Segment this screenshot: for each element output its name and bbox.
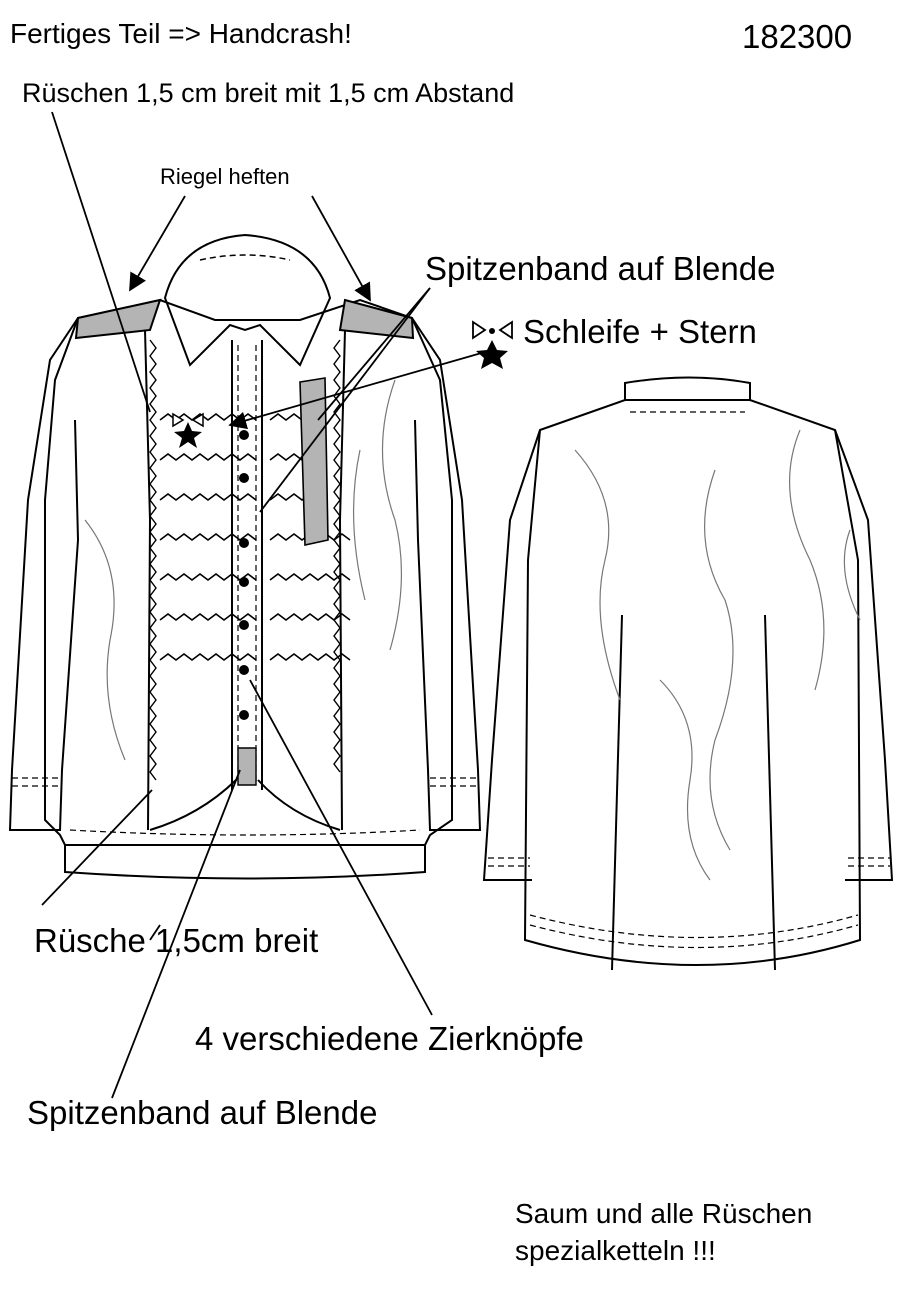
- front-right-sleeve: [411, 317, 482, 831]
- front-lace-band: [299, 377, 329, 546]
- button-icon: [239, 710, 249, 720]
- annotation-spitzenband-top: Spitzenband auf Blende: [425, 250, 776, 287]
- button-icon: [239, 620, 249, 630]
- front-collar: [163, 233, 332, 367]
- back-view: [482, 376, 894, 971]
- leader-schleife: [228, 351, 486, 430]
- back-left-sleeve: [482, 429, 541, 881]
- leader-ruesche: [41, 789, 153, 906]
- back-collar: [624, 376, 751, 400]
- leader-zierknoepfe: [249, 679, 433, 1016]
- back-right-sleeve: [834, 429, 894, 881]
- annotation-riegel-heften: Riegel heften: [160, 164, 290, 189]
- front-bow-star-icon: [172, 412, 204, 448]
- leader-spitzenband-top-2: [259, 287, 431, 513]
- footer-note-line2: spezialketteln !!!: [515, 1235, 716, 1266]
- button-icon: [239, 577, 249, 587]
- leader-lines: [41, 111, 486, 1099]
- page-title: Fertiges Teil => Handcrash!: [10, 18, 352, 49]
- button-icon: [239, 473, 249, 483]
- annotation-zierknoepfe: 4 verschiedene Zierknöpfe: [195, 1020, 584, 1057]
- front-hem: [64, 845, 426, 880]
- leader-riegel-right: [311, 195, 371, 302]
- leader-spitzenband-top: [317, 287, 431, 421]
- button-icon: [239, 665, 249, 675]
- back-body-outline: [523, 399, 862, 966]
- leader-riegel-left: [129, 195, 186, 292]
- front-body-outline: [44, 298, 453, 846]
- annotation-schleife-stern: Schleife + Stern: [523, 313, 757, 350]
- footer-note-line1: Saum und alle Rüschen: [515, 1198, 813, 1229]
- annotation-rueschen-breit: Rüschen 1,5 cm breit mit 1,5 cm Abstand: [22, 78, 515, 108]
- bow-star-legend-icon: [472, 320, 513, 369]
- front-buttons: [239, 430, 249, 720]
- button-icon: [239, 538, 249, 548]
- annotation-ruesche-breit: Rüsche 1,5cm breit: [34, 922, 319, 959]
- front-placket: [231, 340, 263, 790]
- model-number: 182300: [742, 18, 853, 55]
- front-view: [8, 233, 482, 880]
- leader-spitzenband-bottom: [111, 769, 241, 1099]
- leader-rueschen: [51, 111, 151, 413]
- front-left-sleeve: [8, 317, 80, 831]
- button-icon: [239, 430, 249, 440]
- annotation-spitzenband-bottom: Spitzenband auf Blende: [27, 1094, 378, 1131]
